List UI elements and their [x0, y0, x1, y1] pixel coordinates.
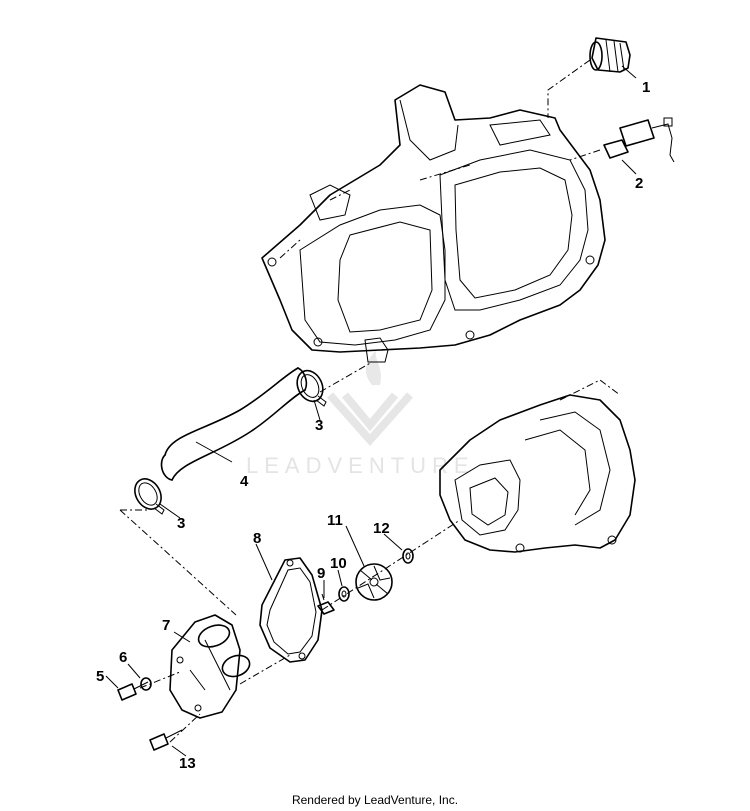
- callout-2: 2: [635, 175, 643, 192]
- callout-5: 5: [96, 668, 104, 685]
- part-1-thermostat-cap: [589, 37, 631, 73]
- callout-3-lower: 3: [177, 515, 185, 532]
- part-10-washer: [338, 586, 350, 602]
- watermark-text: LEADVENTURE: [246, 453, 475, 478]
- watermark-logo: [327, 392, 413, 447]
- part-12-seal: [402, 548, 414, 564]
- callouts: 1 2 3 3 4 5 6 7 8 9 10 11 12 13: [96, 79, 650, 772]
- callout-4: 4: [240, 473, 249, 490]
- callout-9: 9: [317, 565, 325, 582]
- watermark-flame: [365, 350, 381, 385]
- part-9-bolt: [317, 593, 335, 615]
- cylinder-head-drawing: [261, 84, 606, 363]
- part-7-water-pump-cover: [169, 614, 251, 719]
- part-2-temp-sensor: [603, 117, 675, 163]
- footer-credit: Rendered by LeadVenture, Inc.: [291, 793, 459, 807]
- part-8-gasket: [259, 557, 323, 663]
- watermark: LEADVENTURE: [246, 350, 475, 478]
- part-11-impeller: [355, 563, 393, 601]
- assembly-lines: [119, 59, 601, 743]
- callout-3-upper: 3: [315, 417, 323, 434]
- callout-11: 11: [327, 512, 343, 529]
- callout-1: 1: [642, 79, 650, 96]
- callout-10: 10: [330, 555, 347, 572]
- crankcase-drawing: [439, 379, 636, 553]
- leader-lines: [105, 65, 637, 757]
- callout-8: 8: [253, 530, 261, 547]
- callout-7: 7: [162, 617, 170, 634]
- part-3-hose-clamp-lower: [134, 478, 165, 515]
- callout-12: 12: [373, 520, 390, 537]
- part-3-hose-clamp-upper: [296, 369, 327, 407]
- part-13-bolt: [149, 729, 183, 751]
- part-5-bolt: [117, 681, 149, 701]
- callout-13: 13: [179, 755, 196, 772]
- callout-6: 6: [119, 649, 127, 666]
- part-4-coolant-hose: [160, 367, 308, 481]
